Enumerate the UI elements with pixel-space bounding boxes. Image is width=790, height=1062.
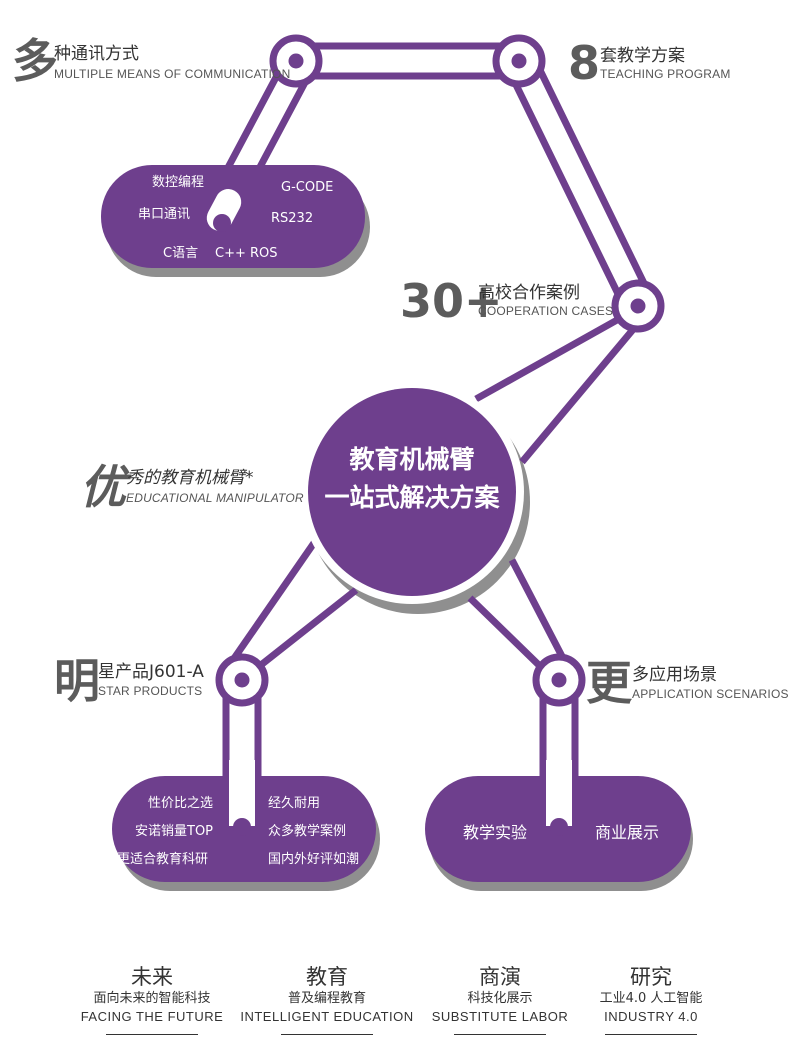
cooperation-big-number: 30+ bbox=[400, 274, 503, 328]
comm-item-ros: ROS bbox=[250, 246, 278, 261]
star-item-research: 更适合教育科研 bbox=[117, 852, 209, 867]
star-item-sales: 安诺销量TOP bbox=[135, 824, 214, 839]
apps-item-commercial: 商业展示 bbox=[595, 823, 660, 842]
footer-research: 研究 工业4.0 人工智能 INDUSTRY 4.0 bbox=[551, 964, 751, 1035]
footer-future: 未来 面向未来的智能科技 FACING THE FUTURE bbox=[52, 964, 252, 1035]
star-item-value: 性价比之选 bbox=[148, 796, 214, 811]
comm-item-gcode: G-CODE bbox=[281, 180, 334, 195]
joint-top-right bbox=[492, 34, 546, 88]
footer-future-en: FACING THE FUTURE bbox=[80, 1009, 224, 1024]
center-title-line1: 教育机械臂 bbox=[349, 445, 475, 474]
arm-bar-top bbox=[292, 42, 524, 80]
star-big-char: 明 bbox=[54, 654, 100, 708]
arm-right-to-center bbox=[474, 311, 628, 403]
joint-right bbox=[611, 279, 665, 333]
star-item-praise: 国内外好评如潮 bbox=[268, 852, 360, 867]
footer-research-line bbox=[605, 1034, 697, 1035]
arm-lower-right-b bbox=[508, 558, 570, 666]
footer-performance-line bbox=[454, 1034, 546, 1035]
arm-lower-left-a bbox=[223, 538, 319, 672]
star-item-durable: 经久耐用 bbox=[268, 796, 321, 811]
scenarios-subtitle: APPLICATION SCENARIOS bbox=[632, 687, 789, 701]
arm-right-to-center-2 bbox=[519, 317, 644, 465]
footer-education: 教育 普及编程教育 INTELLIGENT EDUCATION bbox=[227, 964, 427, 1035]
effector-dot-apps bbox=[550, 818, 568, 836]
cooperation-subtitle: COOPERATION CASES bbox=[478, 304, 614, 318]
footer-performance-en: SUBSTITUTE LABOR bbox=[431, 1009, 569, 1024]
excellent-title: 秀的教育机械臂* bbox=[126, 468, 254, 488]
footer-future-line bbox=[106, 1034, 198, 1035]
communication-title: 种通讯方式 bbox=[54, 44, 139, 64]
scenarios-title: 多应用场景 bbox=[632, 665, 717, 685]
effector-dot-star bbox=[233, 818, 251, 836]
footer-research-title: 研究 bbox=[630, 965, 672, 989]
effector-dot-communication bbox=[213, 214, 231, 232]
footer-future-sub: 面向未来的智能科技 bbox=[93, 991, 211, 1006]
footer-performance-title: 商演 bbox=[479, 965, 521, 989]
comm-item-cpp: C++ bbox=[215, 246, 246, 261]
footer-research-en: INDUSTRY 4.0 bbox=[604, 1009, 698, 1024]
center-circle bbox=[308, 388, 516, 596]
apps-item-teaching: 教学实验 bbox=[463, 823, 528, 842]
scenarios-big-char: 更 bbox=[586, 656, 632, 710]
footer-performance-sub: 科技化展示 bbox=[467, 991, 533, 1006]
center-title-line2: 一站式解决方案 bbox=[324, 483, 500, 512]
teaching-big-number: 8 bbox=[568, 36, 601, 90]
excellent-subtitle: EDUCATIONAL MANIPULATOR bbox=[126, 491, 304, 505]
joint-top-left bbox=[269, 34, 323, 88]
comm-item-rs232: RS232 bbox=[271, 211, 314, 226]
footer-education-title: 教育 bbox=[306, 965, 348, 989]
joint-lower-left bbox=[215, 653, 269, 707]
joint-lower-right bbox=[532, 653, 586, 707]
footer-future-title: 未来 bbox=[131, 965, 173, 989]
comm-item-serial: 串口通讯 bbox=[138, 207, 191, 222]
comm-item-c: C语言 bbox=[163, 246, 199, 261]
star-item-cases: 众多教学案例 bbox=[268, 824, 347, 839]
comm-item-cnc: 数控编程 bbox=[152, 175, 205, 190]
excellent-big-char: 优 bbox=[80, 460, 126, 514]
communication-big-char: 多 bbox=[12, 34, 58, 88]
communication-subtitle: MULTIPLE MEANS OF COMMUNICATION bbox=[54, 67, 291, 81]
footer-education-sub: 普及编程教育 bbox=[287, 991, 366, 1006]
teaching-title: 套教学方案 bbox=[600, 46, 685, 66]
footer-education-en: INTELLIGENT EDUCATION bbox=[240, 1009, 414, 1024]
star-title: 星产品J601-A bbox=[98, 662, 204, 682]
footer-research-sub: 工业4.0 人工智能 bbox=[599, 991, 703, 1006]
cooperation-title: 高校合作案例 bbox=[478, 283, 580, 303]
star-subtitle: STAR PRODUCTS bbox=[98, 684, 203, 698]
teaching-subtitle: TEACHING PROGRAM bbox=[600, 67, 731, 81]
footer-performance: 商演 科技化展示 SUBSTITUTE LABOR bbox=[400, 964, 600, 1035]
arm-lower-right-a bbox=[467, 595, 549, 675]
arm-lower-left-b bbox=[249, 587, 359, 675]
footer-education-line bbox=[281, 1034, 373, 1035]
